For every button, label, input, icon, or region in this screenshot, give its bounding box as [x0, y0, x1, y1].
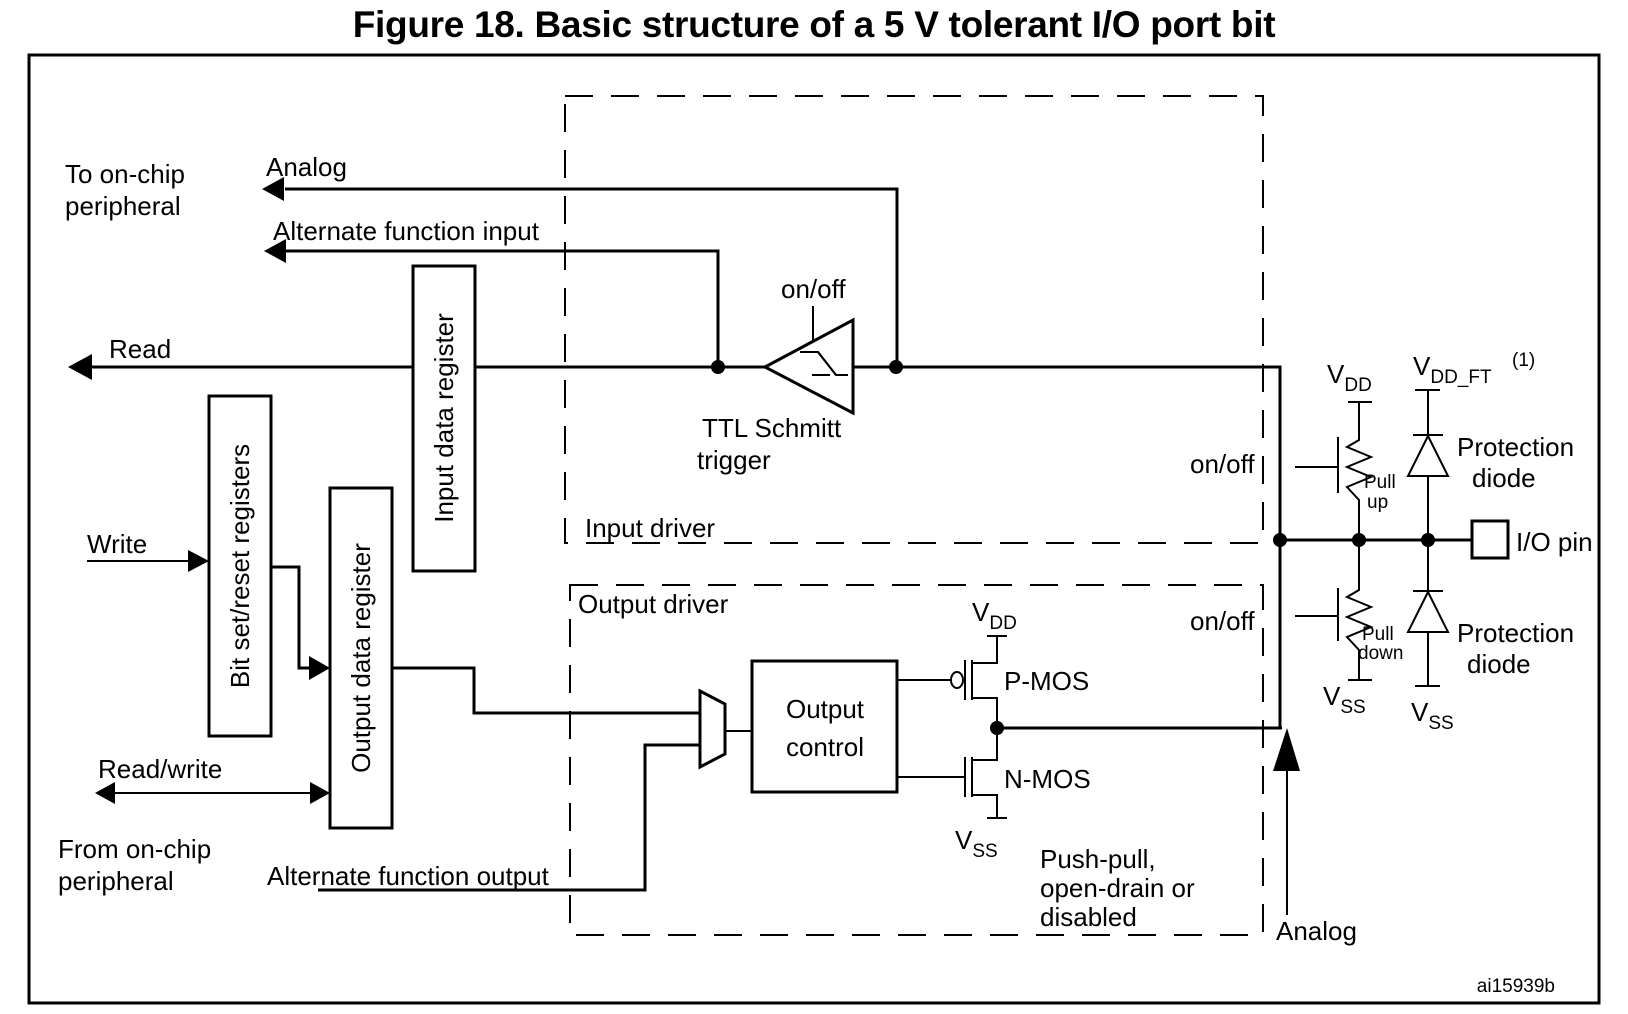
analog-label: Analog	[266, 152, 347, 182]
junction-dot	[889, 360, 903, 374]
pull-down-vss-label: VSS	[1323, 681, 1366, 718]
diode-vss-label: VSS	[1411, 697, 1454, 734]
arrow-left-icon	[264, 239, 286, 263]
pull-up-vdd-label: VDD	[1327, 359, 1372, 396]
output-mode-label-2: open-drain or	[1040, 873, 1195, 903]
write-signal: Write	[87, 529, 209, 572]
write-label: Write	[87, 529, 147, 559]
output-mode-label: Push-pull,	[1040, 844, 1156, 874]
ttl-schmitt-trigger: on/off TTL Schmitt trigger	[697, 274, 855, 475]
to-on-chip-label-2: peripheral	[65, 191, 181, 221]
arrow-right-icon	[310, 782, 330, 804]
read-write-label: Read/write	[98, 754, 222, 784]
pull-down-label-2: down	[1358, 643, 1403, 664]
vdd-ft-label: VDD_FT	[1413, 351, 1492, 388]
input-data-register: Input data register	[411, 264, 477, 573]
output-driver-label: Output driver	[578, 589, 729, 619]
vdd-label: VDD	[972, 597, 1017, 634]
pull-down-resistor: Pull down VSS	[1295, 540, 1403, 718]
output-mode-label-3: disabled	[1040, 902, 1137, 932]
to-on-chip-label: To on-chip	[65, 159, 185, 189]
alt-function-input-label: Alternate function input	[273, 216, 540, 246]
pull-up-label-2: up	[1367, 492, 1388, 513]
bit-set-reset-registers: Bit set/reset registers	[207, 394, 273, 738]
protection-diode-top: VDD_FT (1) Protection diode	[1406, 350, 1574, 540]
pull-up-resistor: VDD Pull up	[1295, 359, 1396, 540]
read-write-signal: Read/write	[95, 754, 330, 804]
arrow-left-icon	[68, 354, 92, 380]
alt-function-input-signal: Alternate function input	[264, 216, 720, 367]
arrow-left-icon	[95, 782, 115, 804]
output-control-label: Output	[786, 694, 865, 724]
bit-set-reset-label: Bit set/reset registers	[225, 444, 255, 688]
from-on-chip-label: From on-chip	[58, 834, 211, 864]
alt-function-output-label: Alternate function output	[267, 861, 550, 891]
from-on-chip-label-2: peripheral	[58, 866, 174, 896]
pull-up-label: Pull	[1364, 472, 1396, 493]
analog-output-label: Analog	[1276, 916, 1357, 946]
p-mos-transistor: P-MOS VDD	[897, 597, 1089, 728]
junction-dot	[711, 360, 725, 374]
schmitt-onoff-label: on/off	[781, 274, 846, 304]
figure-reference-id: ai15939b	[1477, 976, 1555, 997]
pmos-label: P-MOS	[1004, 666, 1089, 696]
input-driver-label: Input driver	[585, 513, 715, 543]
schmitt-label: TTL Schmitt	[702, 413, 842, 443]
junction-dot	[1273, 533, 1287, 547]
input-data-register-label: Input data register	[429, 313, 459, 523]
read-label: Read	[109, 334, 171, 364]
input-driver-box	[564, 95, 1264, 544]
io-pin: I/O pin	[1470, 519, 1593, 560]
pull-down-label: Pull	[1362, 624, 1394, 645]
output-data-register: Output data register	[328, 486, 394, 830]
output-control-label-2: control	[786, 732, 864, 762]
analog-output-signal: Analog	[1273, 728, 1357, 946]
nmos-label: N-MOS	[1004, 764, 1091, 794]
protection-diode-label-b2: diode	[1467, 649, 1531, 679]
pull-down-onoff-label: on/off	[1190, 606, 1255, 636]
input-wire-to-pin	[853, 365, 1282, 728]
io-pin-label: I/O pin	[1516, 527, 1593, 557]
arrow-right-icon	[188, 550, 209, 572]
footnote-marker: (1)	[1512, 350, 1535, 371]
output-driver-box	[569, 584, 1264, 936]
pull-up-onoff-label: on/off	[1190, 449, 1255, 479]
output-control-block: Output control	[750, 659, 899, 794]
protection-diode-label-b: Protection	[1457, 618, 1574, 648]
protection-diode-bottom: Protection diode VSS	[1406, 540, 1574, 734]
arrow-left-icon	[262, 177, 284, 201]
figure-title: Figure 18. Basic structure of a 5 V tole…	[352, 4, 1276, 45]
arrow-up-icon	[1273, 728, 1300, 771]
bitset-to-odr-wire	[271, 565, 310, 670]
vss-label: VSS	[955, 825, 998, 862]
arrow-right-icon	[309, 656, 330, 680]
odr-to-mux-wire	[392, 666, 700, 715]
protection-diode-label: Protection	[1457, 432, 1574, 462]
schmitt-label-2: trigger	[697, 445, 771, 475]
n-mos-transistor: N-MOS VSS	[897, 728, 1091, 862]
output-data-register-label: Output data register	[346, 543, 376, 773]
multiplexer	[698, 688, 727, 770]
alt-function-output-signal: Alternate function output	[267, 743, 700, 892]
figure-frame	[27, 53, 1601, 1005]
protection-diode-label-2: diode	[1472, 463, 1536, 493]
analog-input-signal: Analog	[262, 152, 899, 367]
